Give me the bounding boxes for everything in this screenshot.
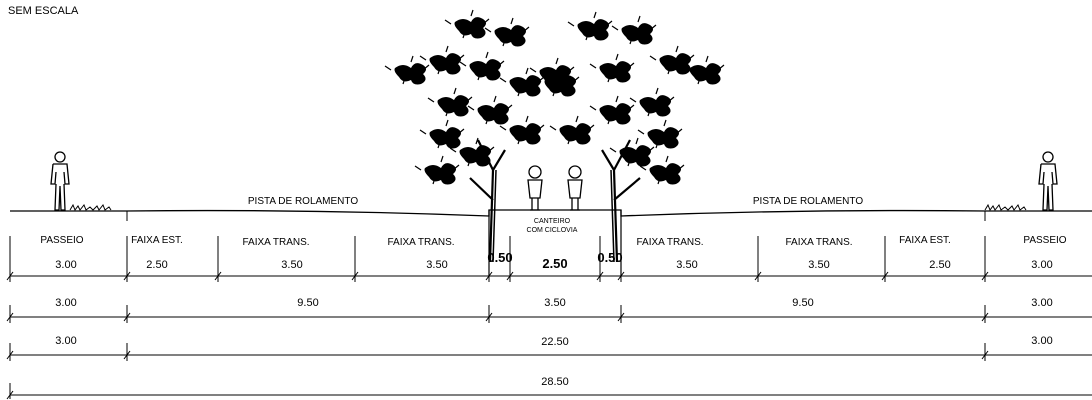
road-surface-line: [10, 209, 1092, 217]
dimension-row-1: PASSEIO 3.00 FAIXA EST. 2.50 FAIXA TRANS…: [6, 235, 1092, 282]
lane-width-faixa-trans-4: 3.50: [808, 259, 829, 271]
roadway-right-title: PISTA DE ROLAMENTO: [753, 196, 863, 207]
lane-label-faixa-trans-4: FAIXA TRANS.: [785, 237, 852, 248]
dim-row2-passeio-right: 3.00: [1031, 297, 1052, 309]
lane-width-faixa-est-right: 2.50: [929, 259, 950, 271]
lane-width-passeio-right: 3.00: [1031, 259, 1052, 271]
lane-width-faixa-trans-3: 3.50: [676, 259, 697, 271]
lane-width-buffer-right: 0.50: [597, 250, 622, 265]
lane-label-faixa-est-left: FAIXA EST.: [131, 235, 183, 246]
lane-label-passeio-right: PASSEIO: [1023, 235, 1066, 246]
lane-label-faixa-trans-1: FAIXA TRANS.: [242, 237, 309, 248]
dim-row2-roadway-left: 9.50: [297, 297, 318, 309]
pedestrian-right-icon: [1038, 151, 1058, 211]
grass-right-icon: [984, 203, 1027, 212]
lane-label-faixa-est-right: FAIXA EST.: [899, 235, 951, 246]
dim-row3-center: 22.50: [541, 336, 569, 348]
lane-width-faixa-est-left: 2.50: [146, 259, 167, 271]
dim-row3-passeio-right: 3.00: [1031, 335, 1052, 347]
roadway-left-title: PISTA DE ROLAMENTO: [248, 196, 358, 207]
pedestrian-left-icon: [50, 151, 70, 211]
lane-width-faixa-trans-1: 3.50: [281, 259, 302, 271]
lane-label-passeio-left: PASSEIO: [40, 235, 83, 246]
scale-note: SEM ESCALA: [8, 5, 79, 17]
dim-row2-passeio-left: 3.00: [55, 297, 76, 309]
lane-label-faixa-trans-3: FAIXA TRANS.: [636, 237, 703, 248]
cyclist-left-icon: [527, 165, 543, 211]
cyclist-right-icon: [567, 165, 583, 211]
lane-label-faixa-trans-2: FAIXA TRANS.: [387, 237, 454, 248]
lane-width-passeio-left: 3.00: [55, 259, 76, 271]
lane-width-cycle-track: 2.50: [542, 256, 567, 271]
lane-width-faixa-trans-2: 3.50: [426, 259, 447, 271]
tree-left-icon: [384, 9, 545, 263]
median-label-2: COM CICLOVIA: [527, 227, 578, 234]
median-label-1: CANTEIRO: [534, 218, 571, 225]
dim-row2-roadway-right: 9.50: [792, 297, 813, 309]
dimension-row-4: 28.50: [6, 376, 1092, 400]
dim-row2-median: 3.50: [544, 297, 565, 309]
dimension-row-3: 3.00 22.50 3.00: [6, 335, 1092, 361]
dim-row4-total: 28.50: [541, 376, 569, 388]
tree-right-icon: [529, 11, 725, 263]
dimension-row-2: 3.00 9.50 3.50 9.50 3.00: [6, 297, 1092, 323]
lane-width-buffer-left: 0.50: [487, 250, 512, 265]
grass-left-icon: [69, 203, 112, 212]
dim-row3-passeio-left: 3.00: [55, 335, 76, 347]
